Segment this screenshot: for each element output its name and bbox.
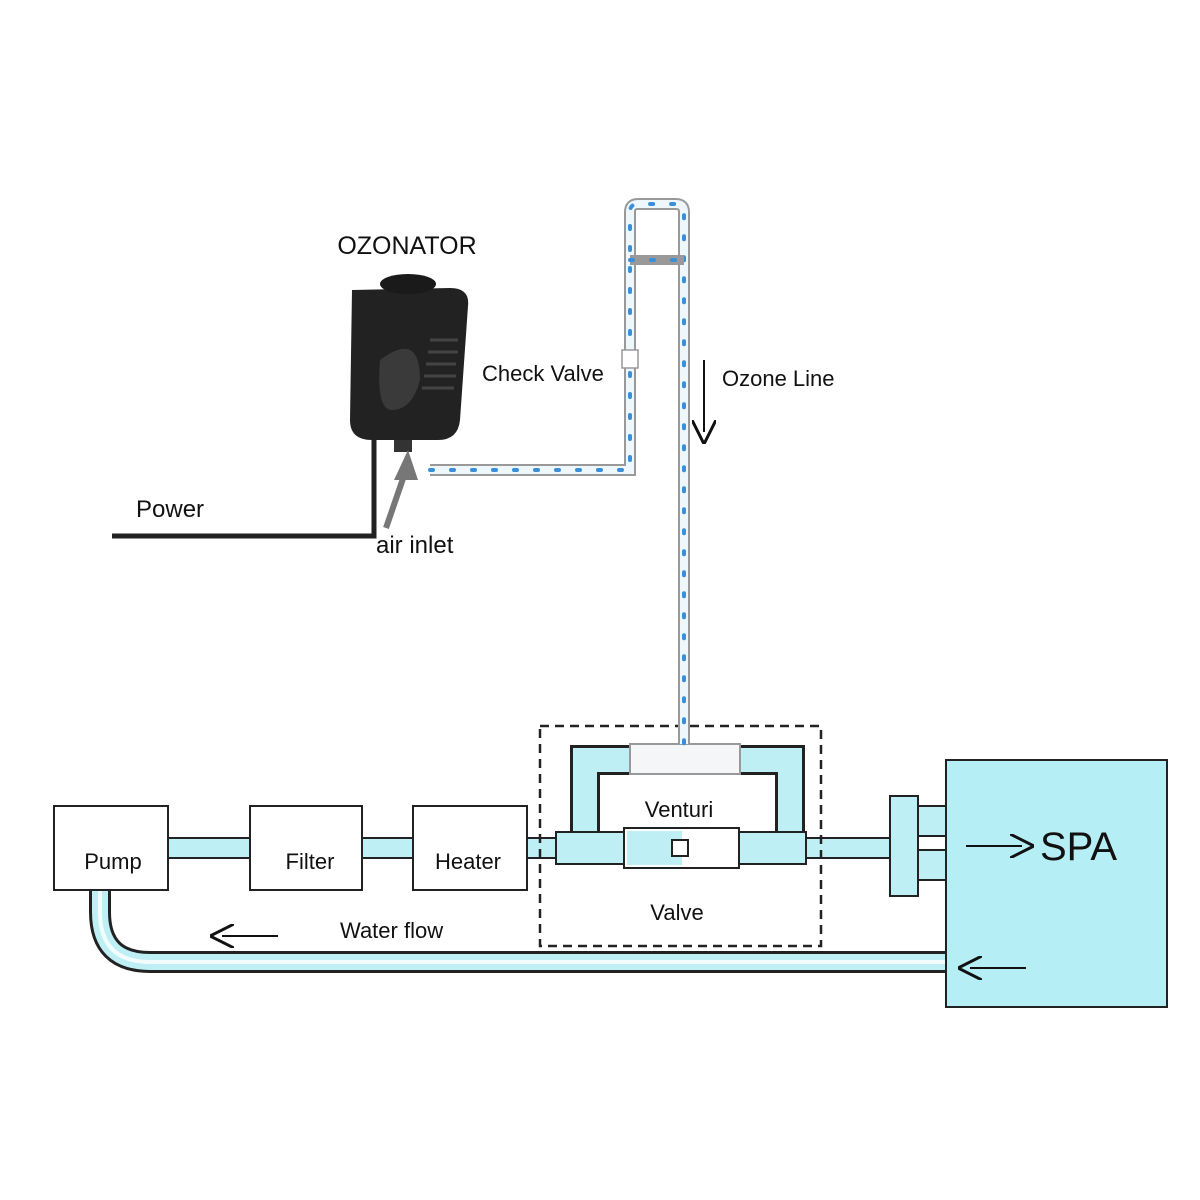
water-flow-label: Water flow [340, 918, 443, 943]
heater-box [412, 805, 528, 891]
check-valve-fitting [621, 349, 639, 369]
pump-label: Pump [84, 849, 141, 874]
spa-tank [889, 759, 1168, 1008]
valve-label: Valve [650, 900, 703, 925]
ozonator-unit [350, 274, 469, 452]
ozone-line [428, 198, 690, 746]
venturi-assembly [538, 724, 823, 948]
venturi-injector [629, 743, 741, 775]
filter-label: Filter [286, 849, 335, 874]
ozonator-label: OZONATOR [337, 232, 476, 260]
spa-label: SPA [1040, 825, 1117, 869]
venturi-label: Venturi [645, 797, 714, 822]
power-cord [112, 440, 377, 539]
heater-label: Heater [435, 849, 501, 874]
pump-box [53, 805, 169, 891]
return-pipe [89, 890, 946, 973]
air-inlet-label: air inlet [376, 532, 454, 559]
air-inlet-arrow [383, 450, 418, 529]
ozone-line-label: Ozone Line [722, 366, 835, 391]
filter-box [249, 805, 363, 891]
power-label: Power [136, 496, 204, 523]
check-valve-label: Check Valve [482, 361, 604, 386]
